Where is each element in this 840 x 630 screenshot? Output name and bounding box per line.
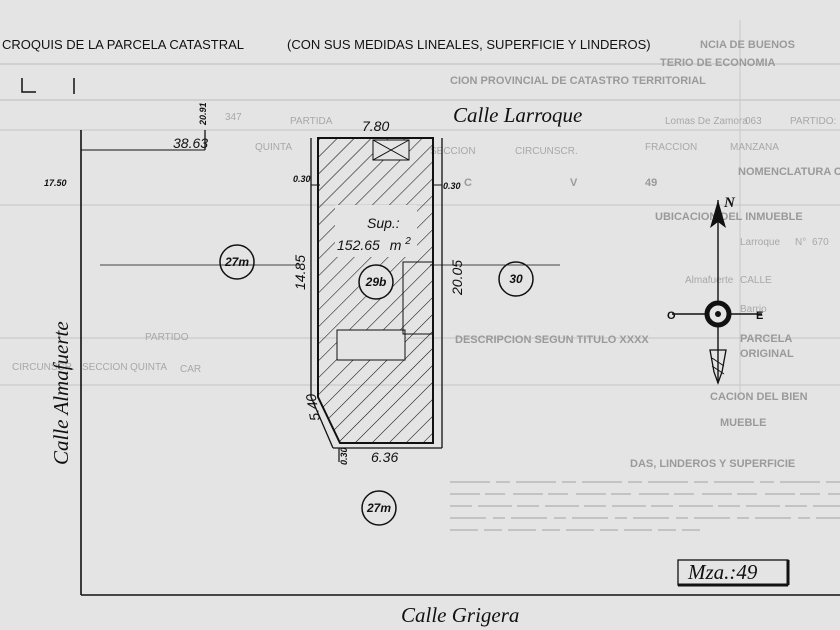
measure-label: 20.05 xyxy=(449,260,465,296)
measure-label: 0.30 xyxy=(443,181,461,191)
street-south-label: Calle Grigera xyxy=(401,603,519,627)
measure-label: 20.91 xyxy=(198,102,208,126)
bg-text: PARTIDA xyxy=(290,116,333,127)
lot-number: 27m xyxy=(224,255,249,269)
bg-text: Lomas De Zamora xyxy=(665,116,748,127)
bg-text: C xyxy=(464,177,472,189)
parcel-outline xyxy=(317,137,434,444)
bg-text: FRACCION xyxy=(645,142,697,153)
bg-text: PARTIDO: xyxy=(790,116,836,127)
measure-label: 0.30 xyxy=(339,447,349,465)
bg-text: CIRCUNSCR. xyxy=(515,146,578,157)
manzana-label: Mza.:49 xyxy=(687,560,758,584)
bg-text: NOMENCLATURA CATASTRAL xyxy=(738,166,840,178)
bg-text: ORIGINAL xyxy=(740,348,794,360)
bg-text: MANZANA xyxy=(730,142,779,153)
wall-line-sw xyxy=(310,396,334,449)
bg-text: PARTIDO xyxy=(145,332,189,343)
bg-text: DESCRIPCION SEGUN TITULO XXXX xyxy=(455,334,649,346)
area-unit-exponent: 2 xyxy=(404,236,411,247)
bg-text: Almafuerte xyxy=(685,275,734,286)
bg-text: TERIO DE ECONOMIA xyxy=(660,57,776,69)
compass-west-label: O xyxy=(667,310,676,322)
lot-number: 27m xyxy=(366,501,391,515)
compass-east-label: E xyxy=(756,310,763,322)
bg-text: MUEBLE xyxy=(720,417,766,429)
sketch-title: CROQUIS DE LA PARCELA CATASTRAL xyxy=(2,37,244,52)
bg-text: CIRCUNSCR. xyxy=(12,362,75,373)
measure-label: 14.85 xyxy=(292,255,308,290)
measure-label: 38.63 xyxy=(173,135,208,151)
bg-text: UBICACION DEL INMUEBLE xyxy=(655,211,803,223)
bg-text: 063 xyxy=(745,116,762,127)
bg-text: 347 xyxy=(225,112,242,123)
lot-marker-west: 27m xyxy=(219,244,255,280)
south-fletching-icon xyxy=(709,349,727,385)
background-form: NCIA DE BUENOS TERIO DE ECONOMIA CION PR… xyxy=(0,20,840,531)
lot-number: 29b xyxy=(365,275,387,289)
street-west-label: Calle Almafuerte xyxy=(49,321,73,465)
bg-text: V xyxy=(570,177,578,189)
sketch-subtitle: (CON SUS MEDIDAS LINEALES, SUPERFICIE Y … xyxy=(287,37,651,52)
measure-label: 17.50 xyxy=(44,178,67,188)
measure-label: 6.36 xyxy=(371,449,398,465)
bg-text: Larroque xyxy=(740,237,780,248)
bg-text: 670 xyxy=(812,237,829,248)
measure-label: 7.80 xyxy=(362,118,389,134)
area-prefix: Sup.: xyxy=(367,215,400,231)
bg-text: CALLE xyxy=(740,275,772,286)
bg-text: QUINTA xyxy=(255,142,292,153)
bg-text: CAR xyxy=(180,364,201,375)
area-label-box xyxy=(335,205,417,257)
bg-text: N° xyxy=(795,237,806,248)
building-room xyxy=(336,329,406,361)
lot-marker-south: 27m xyxy=(361,490,397,526)
north-arrow-icon xyxy=(710,200,726,228)
lot-marker-east: 30 xyxy=(498,261,534,297)
lot-number: 30 xyxy=(509,272,523,286)
lot-marker-parcel: 29b xyxy=(358,264,394,300)
area-value: 152.65 m 2 xyxy=(337,236,411,253)
bg-text: 49 xyxy=(645,177,657,189)
manzana-box: Mza.:49 xyxy=(677,559,790,587)
bg-text: Barrio xyxy=(740,304,767,315)
bg-text: CACION DEL BIEN xyxy=(710,391,808,403)
compass-north-label: N xyxy=(723,195,736,211)
street-north-label: Calle Larroque xyxy=(453,103,582,127)
bg-text: DAS, LINDEROS Y SUPERFICIE xyxy=(630,458,795,470)
compass-rose: N O E xyxy=(667,195,763,385)
corner-mark xyxy=(21,78,36,93)
measure-label: 0.30 xyxy=(293,174,311,184)
measure-label: 5.40 xyxy=(302,392,323,422)
bg-text: QUINTA xyxy=(130,362,167,373)
area-number: 152.65 xyxy=(337,237,380,253)
bg-text: PARCELA xyxy=(740,333,792,345)
bg-text: SECCION xyxy=(430,146,476,157)
bg-text: NCIA DE BUENOS xyxy=(700,39,795,51)
bg-text: SECCION xyxy=(82,362,128,373)
bg-text: CION PROVINCIAL DE CATASTRO TERRITORIAL xyxy=(450,75,706,87)
area-unit: m xyxy=(390,237,402,253)
